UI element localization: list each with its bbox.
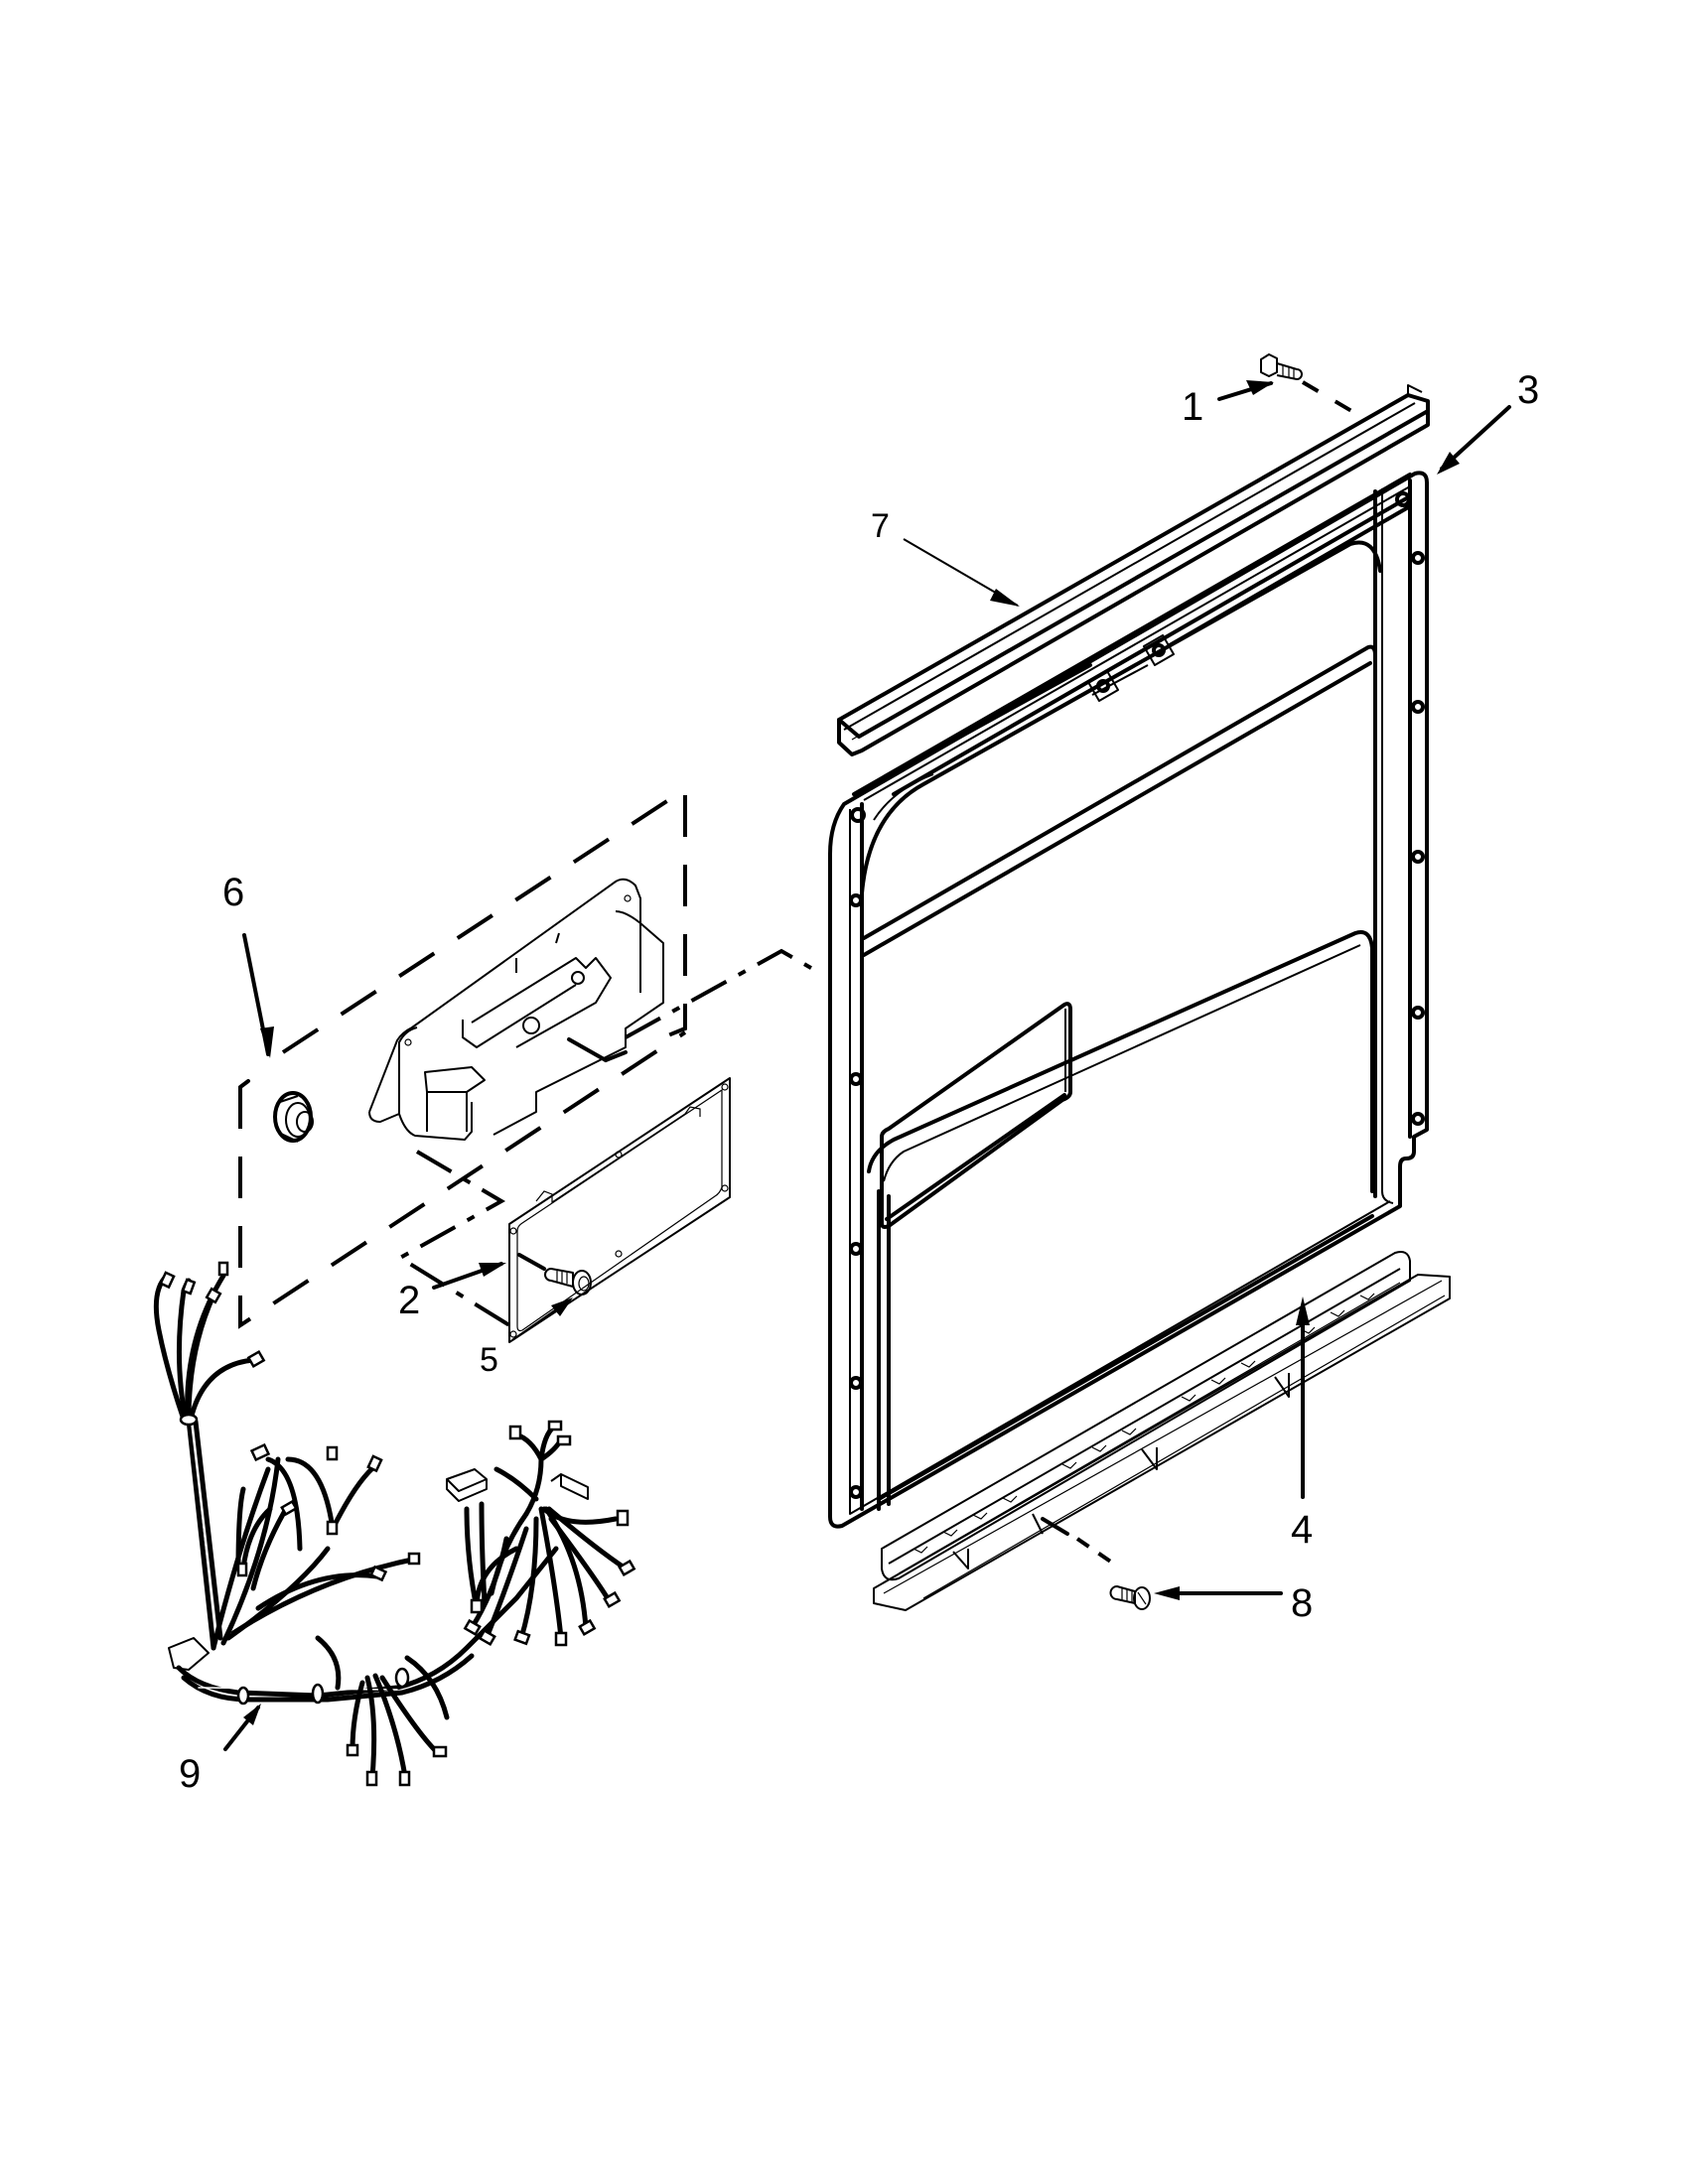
callout-label-3: 3 bbox=[1517, 368, 1540, 412]
screw-icon-part-5[interactable] bbox=[544, 1268, 592, 1296]
wiring-harness-part-9[interactable] bbox=[153, 1261, 636, 1787]
screw-icon-part-1[interactable] bbox=[1260, 353, 1303, 380]
callout-label-1: 1 bbox=[1182, 385, 1204, 429]
callout-label-9: 9 bbox=[179, 1752, 202, 1796]
dashdot-leader-panel bbox=[625, 948, 817, 1039]
gasket-part-2[interactable] bbox=[508, 1077, 731, 1343]
callout-label-8: 8 bbox=[1291, 1581, 1314, 1625]
callout-label-7: 7 bbox=[871, 507, 890, 545]
knob-icon-part-6[interactable] bbox=[273, 1091, 314, 1143]
screw-8-leader-dash bbox=[1075, 1537, 1114, 1565]
hinge-rail-part-4[interactable] bbox=[873, 1251, 1451, 1611]
callout-label-6: 6 bbox=[222, 871, 245, 914]
screw-5-leader bbox=[517, 1253, 546, 1271]
callout-label-4: 4 bbox=[1291, 1508, 1314, 1552]
screw-1-leader-dash bbox=[1301, 380, 1360, 417]
screw-icon-part-8[interactable] bbox=[1109, 1585, 1151, 1610]
top-channel-part-7[interactable] bbox=[837, 384, 1430, 756]
leader-arrows bbox=[223, 380, 1511, 1751]
callout-label-2: 2 bbox=[398, 1279, 421, 1322]
screw-8-leader bbox=[1041, 1517, 1069, 1536]
callout-label-5: 5 bbox=[480, 1341, 498, 1379]
control-housing-outline bbox=[238, 785, 687, 1329]
panel-screw-holes bbox=[849, 491, 1425, 1499]
control-box[interactable] bbox=[368, 878, 664, 1141]
dashdot-leader-gasket bbox=[396, 1150, 511, 1327]
inner-door-panel-part-3[interactable] bbox=[828, 471, 1429, 1529]
